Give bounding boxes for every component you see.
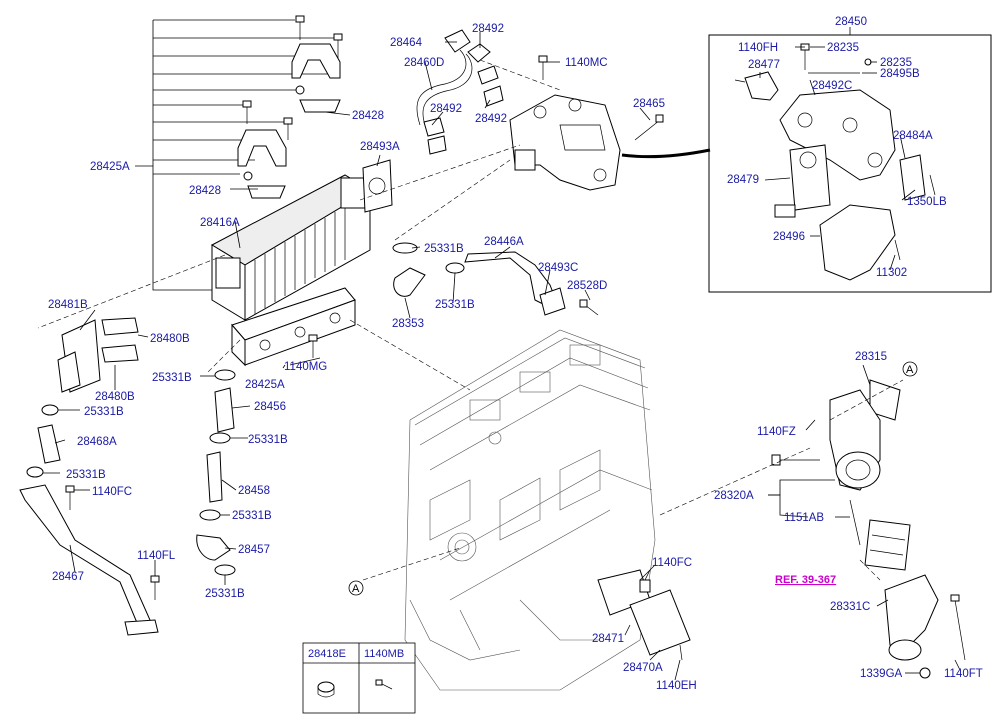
label-28481B: 28481B xyxy=(48,299,88,311)
label-28479: 28479 xyxy=(727,174,759,186)
egr-valve-detail-box xyxy=(708,27,992,293)
label-28492C: 28492C xyxy=(812,80,852,92)
label-28484A: 28484A xyxy=(893,130,933,142)
reference-link[interactable]: REF. 39-367 xyxy=(775,574,836,586)
right-lower-assembly xyxy=(771,379,966,679)
clip-icon xyxy=(317,681,335,698)
dashed-guide-lines xyxy=(37,59,904,581)
label-28492-low: 28492 xyxy=(475,113,507,125)
label-28456: 28456 xyxy=(254,401,286,413)
reference-marker-a-right: A xyxy=(902,361,918,377)
svg-text:A: A xyxy=(906,364,914,376)
label-28470A: 28470A xyxy=(623,662,663,674)
label-25331B-left2: 25331B xyxy=(66,469,106,481)
egr-pipe-top xyxy=(416,29,504,155)
label-28416A: 28416A xyxy=(200,217,240,229)
label-28315: 28315 xyxy=(855,351,887,363)
label-28495B: 28495B xyxy=(880,68,920,80)
screw-icon xyxy=(375,679,393,690)
label-28425A-lower: 28425A xyxy=(245,379,285,391)
label-25331B-c2: 25331B xyxy=(248,434,288,446)
reference-marker-a-left: A xyxy=(348,580,364,596)
bolt-icon xyxy=(242,15,343,140)
label-28458: 28458 xyxy=(238,485,270,497)
label-1140FT: 1140FT xyxy=(944,668,983,680)
label-25331B-c1: 25331B xyxy=(152,372,192,384)
hoses-middle xyxy=(392,242,599,316)
label-28331C: 28331C xyxy=(830,601,870,613)
egr-cooler-bracket-lower xyxy=(597,564,691,661)
label-28468A: 28468A xyxy=(77,436,117,448)
legend-col-1140MB: 1140MB xyxy=(364,648,404,660)
label-28493C: 28493C xyxy=(538,262,578,274)
legend-table: 28418E 1140MB xyxy=(302,642,416,714)
label-1140EH: 1140EH xyxy=(656,680,697,692)
label-28496: 28496 xyxy=(773,231,805,243)
label-25331B-c3: 25331B xyxy=(232,510,272,522)
label-28446A: 28446A xyxy=(484,236,524,248)
label-28477: 28477 xyxy=(748,59,780,71)
label-28493A: 28493A xyxy=(360,141,400,153)
egr-cooler-assembly xyxy=(135,15,393,367)
label-1140FC-left: 1140FC xyxy=(92,486,132,498)
label-1140FL: 1140FL xyxy=(137,550,176,562)
label-28428-upper: 28428 xyxy=(352,110,384,122)
label-1140FZ: 1140FZ xyxy=(757,426,796,438)
label-1151AB: 1151AB xyxy=(784,512,824,524)
legend-col-28418E: 28418E xyxy=(308,648,346,660)
label-28465: 28465 xyxy=(633,98,665,110)
label-28457: 28457 xyxy=(238,544,270,556)
label-28425A: 28425A xyxy=(90,161,130,173)
label-25331B-left1: 25331B xyxy=(84,406,124,418)
label-28450: 28450 xyxy=(835,16,867,28)
label-28480B-lower: 28480B xyxy=(95,391,135,403)
center-coolant-hoses xyxy=(196,369,236,576)
part-labels: 28425A 28428 28428 28416A 28493A 28464 2… xyxy=(48,16,983,692)
label-28464: 28464 xyxy=(390,37,423,49)
left-coolant-hoses xyxy=(19,317,160,636)
label-28480B-right: 28480B xyxy=(150,333,190,345)
label-28492-top: 28492 xyxy=(472,23,504,35)
label-28235-b: 28235 xyxy=(880,57,912,69)
label-11302: 11302 xyxy=(876,267,907,279)
label-1140FC-right: 1140FC xyxy=(652,557,692,569)
label-1140FH: 1140FH xyxy=(738,42,778,54)
label-28467: 28467 xyxy=(52,571,84,583)
label-25331B-top: 25331B xyxy=(424,243,464,255)
label-28353: 28353 xyxy=(392,318,424,330)
leader-lines xyxy=(43,46,961,681)
label-28528D: 28528D xyxy=(567,280,607,292)
egr-valve-housing xyxy=(509,55,711,191)
label-28471: 28471 xyxy=(592,633,624,645)
label-1350LB: 1350LB xyxy=(907,196,947,208)
label-25331B-c4: 25331B xyxy=(205,588,245,600)
label-28460D: 28460D xyxy=(404,57,444,69)
label-28235-a: 28235 xyxy=(827,42,859,54)
label-1339GA: 1339GA xyxy=(860,668,903,680)
label-28492-mid: 28492 xyxy=(430,103,462,115)
svg-text:A: A xyxy=(352,583,360,595)
engine-block-drawing xyxy=(404,329,656,691)
label-25331B-mid: 25331B xyxy=(435,299,475,311)
label-1140MC: 1140MC xyxy=(565,57,608,69)
label-28428-lower: 28428 xyxy=(189,185,221,197)
label-1140MG: 1140MG xyxy=(284,361,327,373)
label-28320A: 28320A xyxy=(714,490,754,502)
